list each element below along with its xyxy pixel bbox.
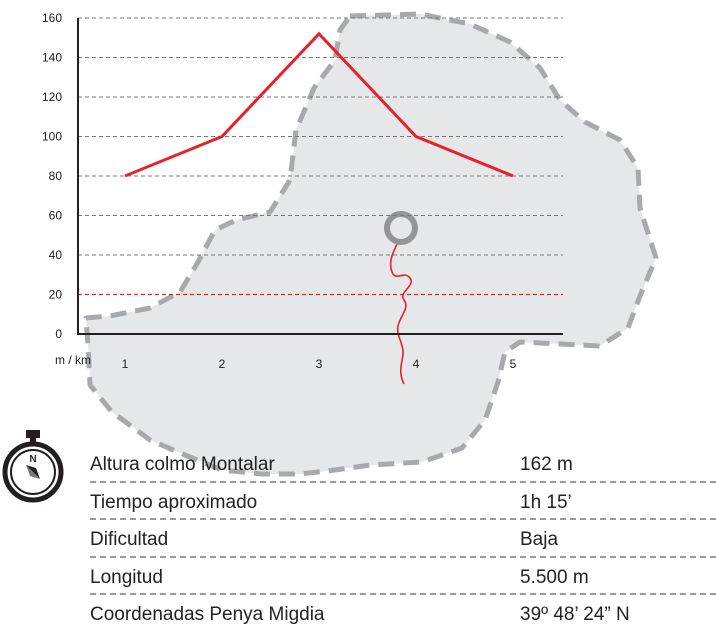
- y-tick-label: 80: [49, 169, 63, 183]
- series-line: [124, 31, 514, 178]
- x-tick-label: 3: [316, 357, 323, 371]
- route-path: [389, 239, 413, 385]
- info-value: 1h 15’: [520, 491, 572, 513]
- info-row: Coordenadas Penya Migdia 39º 48’ 24” N: [90, 595, 716, 633]
- info-value: 39º 48’ 24” N: [520, 604, 630, 625]
- info-label: Altura colmo Montalar: [90, 454, 275, 475]
- x-tick-label: 2: [219, 357, 226, 371]
- info-label: Dificultad: [90, 529, 169, 550]
- info-label: Longitud: [90, 566, 163, 588]
- x-tick-labels: 1 2 3 4 5: [122, 357, 517, 371]
- compass-letter: N: [29, 454, 36, 465]
- axis-unit-label: m / km: [55, 353, 91, 367]
- info-label: Tiempo aproximado: [90, 491, 258, 513]
- info-label: Coordenadas Penya Migdia: [90, 604, 325, 625]
- y-tick-label: 120: [42, 90, 62, 104]
- y-tick-label: 20: [49, 288, 63, 302]
- y-tick-label: 40: [49, 248, 63, 262]
- y-tick-label: 0: [55, 327, 62, 341]
- island-map-shape: [83, 11, 659, 477]
- info-value: 5.500 m: [520, 566, 589, 588]
- start-marker: [384, 211, 418, 245]
- info-row: Altura colmo Montalar 162 m: [90, 445, 716, 483]
- y-tick-label: 140: [42, 51, 62, 65]
- info-row: Dificultad Baja: [90, 520, 716, 558]
- info-row: Longitud 5.500 m: [90, 558, 716, 595]
- y-tick-label: 160: [42, 11, 62, 25]
- axes: [77, 18, 563, 335]
- compass-icon: N: [2, 430, 64, 503]
- route-info-table: Altura colmo Montalar 162 m Tiempo aprox…: [90, 445, 716, 633]
- x-tick-label: 4: [413, 357, 420, 371]
- info-value: Baja: [520, 529, 559, 550]
- grid-lines: [78, 17, 563, 256]
- y-tick-label: 60: [49, 209, 63, 223]
- y-tick-label: 100: [42, 130, 62, 144]
- y-tick-labels: 0 20 40 60 80 100 120 140 160: [42, 11, 62, 341]
- x-tick-label: 5: [510, 357, 517, 371]
- series-lines: [124, 31, 514, 178]
- x-tick-label: 1: [122, 357, 129, 371]
- info-row: Tiempo aproximado 1h 15’: [90, 483, 716, 520]
- info-value: 162 m: [520, 454, 573, 475]
